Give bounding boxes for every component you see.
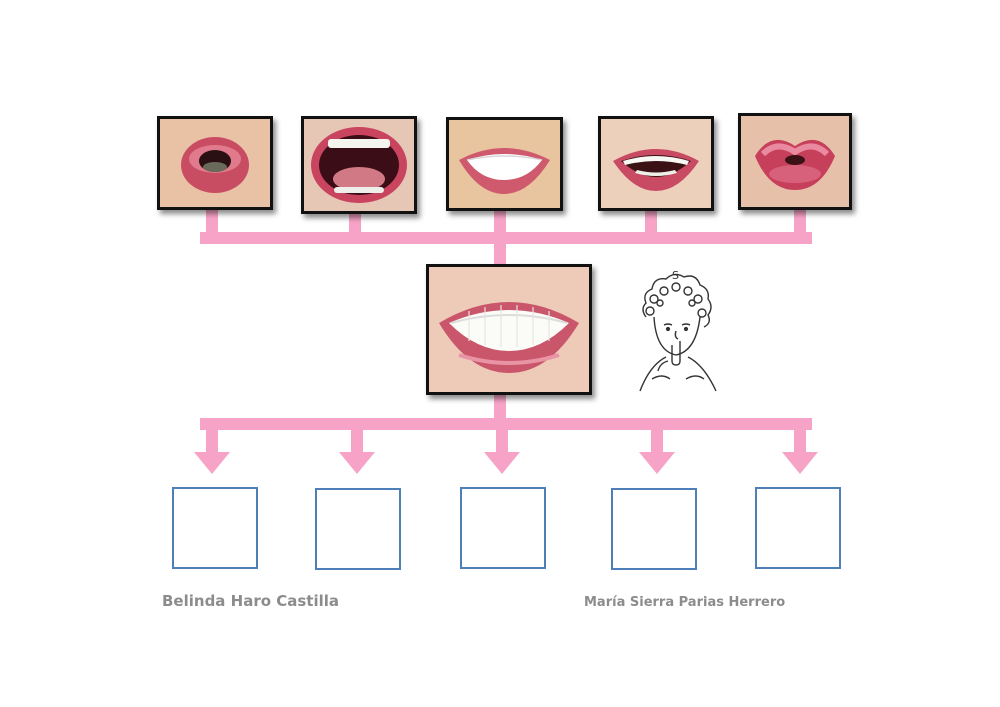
connector-arrow-3 [484, 452, 520, 474]
connector-arrow-1 [194, 452, 230, 474]
connector-from-center [494, 392, 506, 422]
half-open-smile-mouth-icon [601, 119, 711, 208]
connector-drop-1 [206, 204, 218, 240]
connector-top-bar [200, 232, 812, 244]
credit-left: Belinda Haro Castilla [162, 592, 340, 610]
mouth-photo-4[interactable] [598, 116, 714, 211]
whisper-letter: S [672, 269, 679, 282]
connector-to-center [494, 240, 506, 264]
connector-arrow-2 [339, 452, 375, 474]
connector-down-4 [651, 424, 663, 454]
connector-drop-5 [794, 204, 806, 240]
answer-box-5[interactable] [755, 487, 841, 569]
mouth-photo-5[interactable] [738, 113, 852, 210]
center-mouth-photo[interactable] [426, 264, 592, 395]
wide-open-mouth-icon [304, 119, 414, 211]
answer-box-2[interactable] [315, 488, 401, 570]
teeth-smile-closeup-icon [429, 267, 589, 392]
connector-down-5 [794, 424, 806, 454]
mouth-photo-1[interactable] [157, 116, 273, 210]
connector-arrow-5 [782, 452, 818, 474]
puckered-lips-mouth-icon [741, 116, 849, 207]
connector-down-2 [351, 424, 363, 454]
mouth-photo-3[interactable] [446, 117, 563, 211]
girl-shush-gesture-icon: S [639, 269, 717, 392]
connector-down-3 [496, 424, 508, 454]
connector-drop-3 [494, 204, 506, 240]
answer-box-3[interactable] [460, 487, 546, 569]
connector-down-1 [206, 424, 218, 454]
answer-box-4[interactable] [611, 488, 697, 570]
answer-box-1[interactable] [172, 487, 258, 569]
credit-right: María Sierra Parias Herrero [584, 595, 786, 610]
rounded-lips-mouth-icon [160, 119, 270, 207]
smiling-teeth-mouth-icon [449, 120, 560, 208]
connector-drop-4 [645, 204, 657, 240]
mouth-photo-2[interactable] [301, 116, 417, 214]
connector-arrow-4 [639, 452, 675, 474]
